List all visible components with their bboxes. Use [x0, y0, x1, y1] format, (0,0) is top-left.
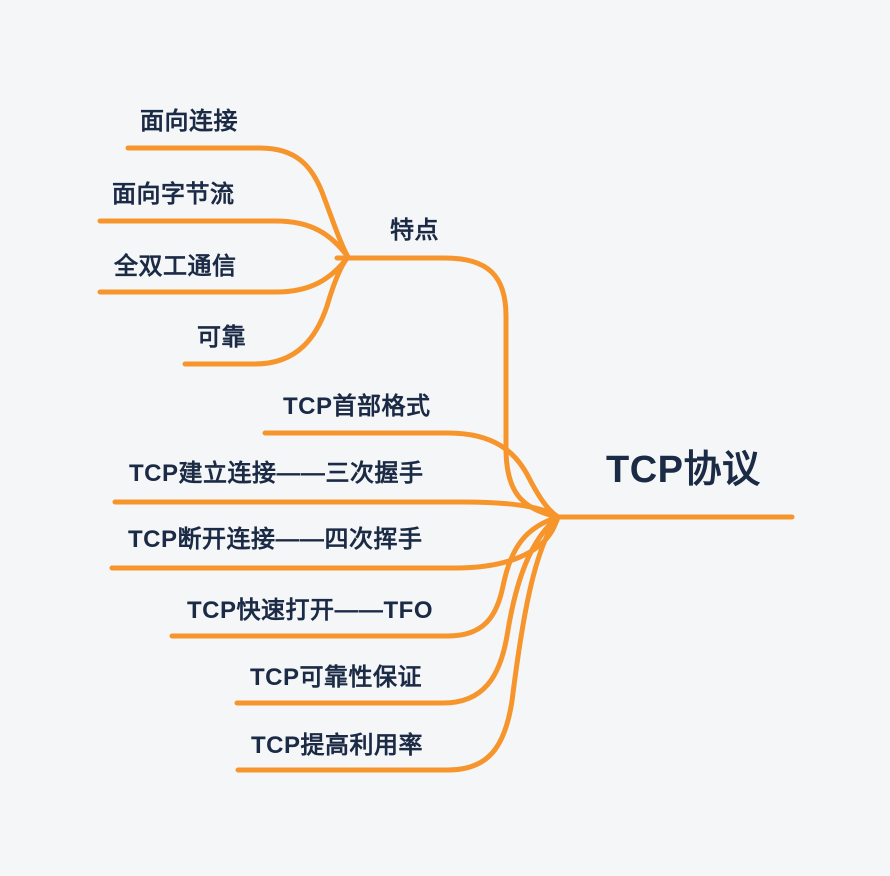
- branch-node-fast-open[interactable]: TCP快速打开——TFO: [187, 597, 433, 624]
- line-branch-three-way-handshake: [112, 499, 561, 520]
- child-node-byte-stream[interactable]: 面向字节流: [112, 181, 235, 208]
- branch-node-four-way-wave[interactable]: TCP断开连接——四次挥手: [128, 526, 423, 553]
- line-branch-header-format: [262, 430, 561, 520]
- branch-node-reliability[interactable]: TCP可靠性保证: [250, 664, 422, 691]
- branch-node-three-way-handshake[interactable]: TCP建立连接——三次握手: [129, 460, 424, 487]
- root-node-tcp-protocol[interactable]: TCP协议: [606, 449, 761, 491]
- child-node-full-duplex[interactable]: 全双工通信: [114, 253, 237, 280]
- child-node-connection-oriented[interactable]: 面向连接: [140, 108, 238, 135]
- branch-node-header-format[interactable]: TCP首部格式: [283, 393, 431, 420]
- line-branch-fast-open: [169, 514, 561, 639]
- child-node-reliable[interactable]: 可靠: [197, 324, 246, 351]
- line-child-byte-stream: [97, 218, 351, 260]
- line-child-reliable: [182, 254, 351, 367]
- line-branch-reliability: [234, 514, 561, 706]
- line-child-connection-oriented: [125, 145, 351, 260]
- line-branch-utilization: [235, 514, 561, 773]
- branch-node-features[interactable]: 特点: [390, 217, 439, 244]
- branch-node-utilization[interactable]: TCP提高利用率: [251, 732, 423, 759]
